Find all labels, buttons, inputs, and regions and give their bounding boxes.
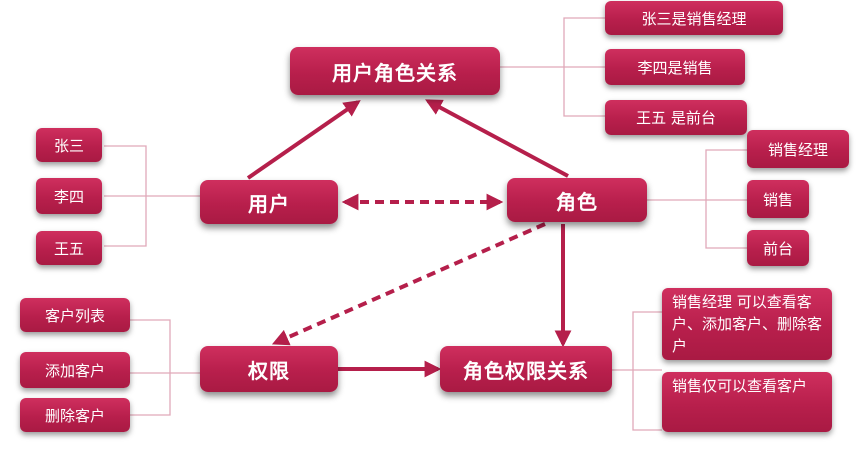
roles-bracket — [647, 149, 747, 249]
user-item: 李四 — [36, 178, 102, 214]
user-role-example: 王五 是前台 — [605, 100, 747, 135]
node-user: 用户 — [200, 180, 338, 224]
user-item: 张三 — [36, 128, 102, 162]
user-role-examples-bracket — [500, 17, 605, 117]
role-item: 销售 — [747, 180, 809, 218]
permission-item: 客户列表 — [20, 298, 130, 332]
role-item: 前台 — [747, 230, 809, 266]
permission-item: 删除客户 — [20, 398, 130, 432]
role-permission-examples-bracket — [612, 311, 662, 431]
user-role-example: 张三是销售经理 — [605, 1, 783, 35]
arrow-user-to-user-role — [246, 100, 361, 180]
node-role-permission-relation: 角色权限关系 — [440, 346, 612, 392]
node-role: 角色 — [507, 178, 647, 222]
user-role-example: 李四是销售 — [605, 49, 745, 85]
role-permission-example: 销售经理 可以查看客户、添加客户、删除客户 — [662, 288, 832, 360]
permissions-bracket — [130, 319, 200, 416]
node-permission: 权限 — [200, 346, 338, 392]
users-bracket — [104, 145, 200, 247]
node-user-role-relation: 用户角色关系 — [290, 47, 500, 95]
role-item: 销售经理 — [747, 130, 849, 168]
arrow-role-to-user-role — [425, 99, 569, 178]
permission-item: 添加客户 — [20, 352, 130, 388]
arrow-role-to-permission-dashed — [271, 222, 546, 346]
role-permission-example: 销售仅可以查看客户 — [662, 372, 832, 432]
user-item: 王五 — [36, 231, 102, 265]
